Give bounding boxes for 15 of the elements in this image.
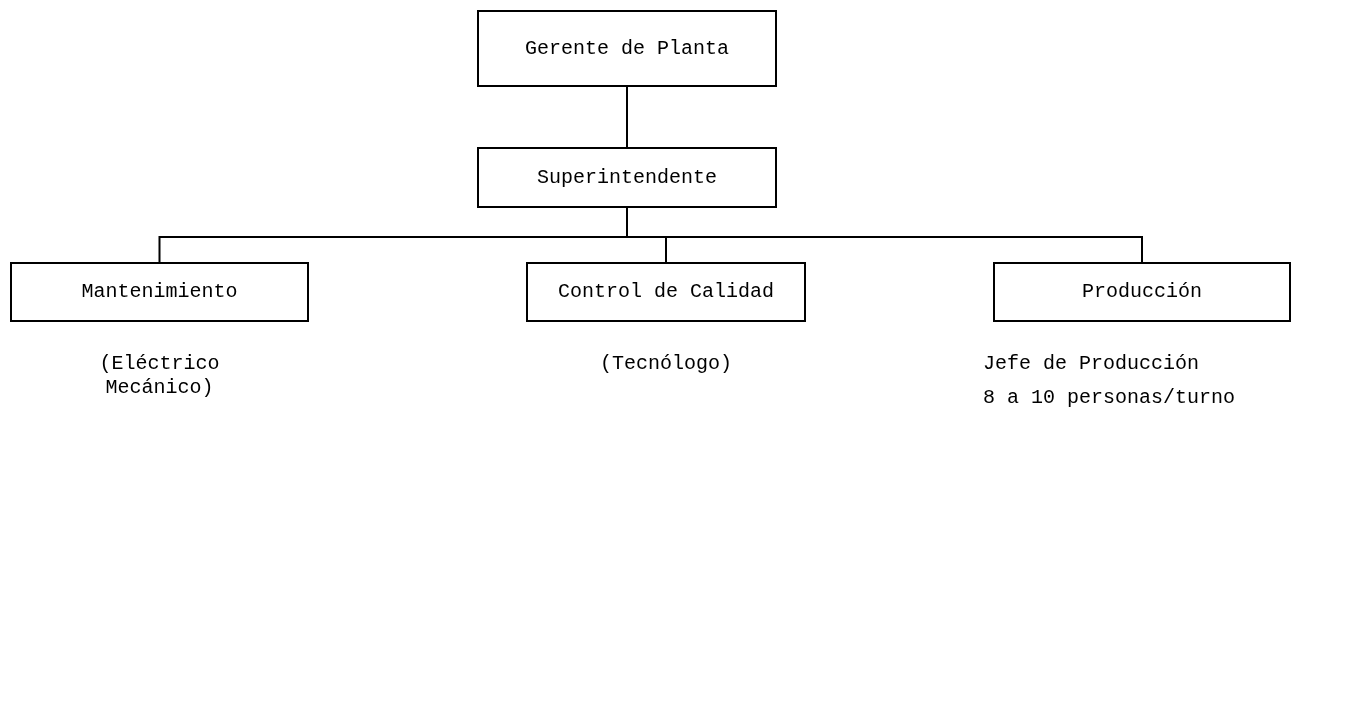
role-note: 8 a 10 personas/turno: [983, 386, 1236, 410]
org-box: [993, 262, 1291, 322]
org-box: [526, 262, 806, 322]
box-label: Producción: [1082, 279, 1202, 305]
box-label: Gerente de Planta: [524, 35, 729, 62]
role-note: (Eléctrico Mecánico): [98, 352, 221, 400]
role-note: Jefe de Producción: [983, 352, 1200, 376]
connector-line: [626, 86, 628, 148]
org-box: [477, 147, 777, 208]
org-box: [10, 262, 309, 322]
box-label: Mantenimiento: [81, 279, 238, 305]
org-box: [477, 10, 777, 87]
box-label: Control de Calidad: [557, 279, 774, 305]
role-note: (Tecnólogo): [599, 352, 733, 376]
box-label: Superintendente: [537, 164, 717, 191]
